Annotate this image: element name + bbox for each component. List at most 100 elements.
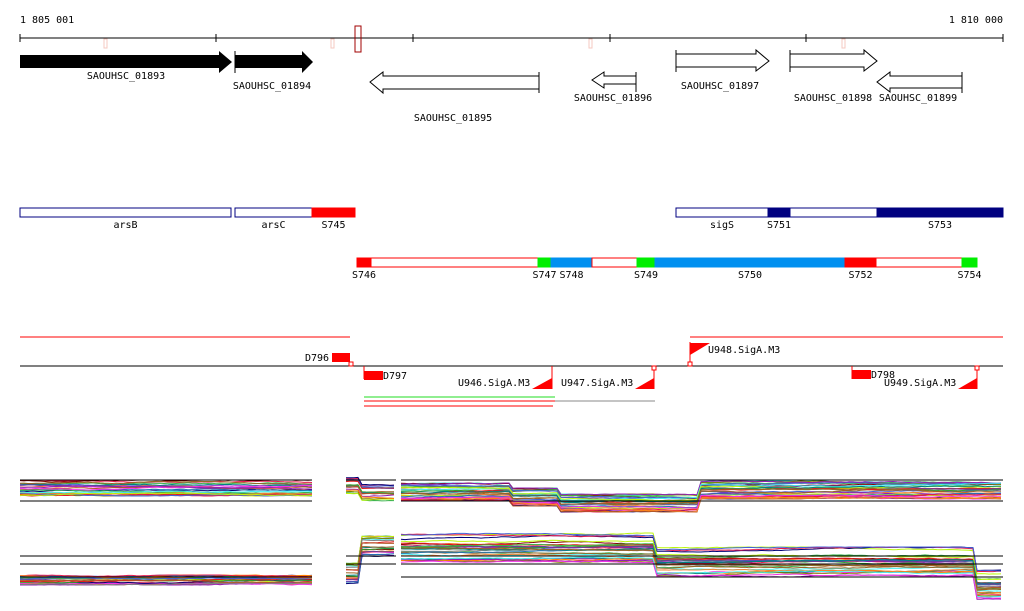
expression-trace [19, 485, 313, 490]
segment-S749[interactable]: S749 [634, 257, 658, 281]
segment-gap[interactable] [370, 257, 539, 268]
gene-SAOUHSC_01897[interactable]: SAOUHSC_01897 [675, 48, 770, 92]
gene-SAOUHSC_01895[interactable]: SAOUHSC_01895 [369, 70, 540, 124]
feature-U947[interactable]: U947.SigA.M3 [561, 365, 657, 389]
svg-text:SAOUHSC_01895: SAOUHSC_01895 [414, 113, 492, 124]
expression-trace [400, 480, 1002, 496]
gene-SAOUHSC_01899[interactable]: SAOUHSC_01899 [876, 70, 963, 104]
expression-trace [346, 550, 395, 580]
expression-trace [345, 546, 395, 574]
gene-SAOUHSC_01893[interactable]: SAOUHSC_01893 [20, 51, 232, 82]
svg-text:S748: S748 [559, 270, 583, 281]
expression-trace [345, 537, 395, 566]
expression-trace [345, 542, 394, 571]
svg-text:D798: D798 [871, 370, 895, 381]
selection-marker[interactable] [354, 25, 362, 53]
expression-trace [401, 494, 1002, 509]
segment-gap[interactable] [591, 257, 638, 268]
segment-S748[interactable]: S748 [550, 257, 593, 281]
feature-U948[interactable]: U948.SigA.M3 [687, 342, 780, 367]
expression-trace [400, 487, 1002, 506]
segment-arsB[interactable]: arsB [19, 207, 232, 231]
expression-trace [400, 492, 1002, 509]
feature-D796[interactable]: D796 [305, 353, 354, 367]
svg-text:arsB: arsB [113, 220, 137, 231]
gene-SAOUHSC_01898[interactable]: SAOUHSC_01898 [789, 48, 878, 104]
segment-gap[interactable] [875, 257, 963, 268]
svg-text:S749: S749 [634, 270, 658, 281]
svg-text:SAOUHSC_01897: SAOUHSC_01897 [681, 81, 759, 92]
expression-trace [19, 484, 312, 491]
expression-trace [345, 539, 395, 568]
svg-text:S745: S745 [321, 220, 345, 231]
expression-trace [400, 482, 1002, 501]
expression-trace [20, 576, 313, 580]
expression-trace [400, 547, 1002, 584]
svg-text:D796: D796 [305, 353, 329, 364]
expression-trace [400, 542, 1002, 584]
svg-text:S751: S751 [767, 220, 791, 231]
marker [841, 38, 846, 49]
expression-trace [19, 482, 313, 486]
expression-trace [19, 490, 313, 494]
expression-trace [346, 535, 395, 565]
expression-trace [345, 548, 394, 578]
scale-start-label: 1 805 001 [20, 15, 74, 26]
feature-U949[interactable]: U949.SigA.M3 [884, 365, 980, 389]
expression-trace [400, 553, 1002, 594]
svg-text:S750: S750 [738, 270, 762, 281]
expression-trace [400, 560, 1002, 599]
scale-end-label: 1 810 000 [949, 15, 1003, 26]
segment-sigS[interactable]: sigS [675, 207, 769, 231]
segment-S752[interactable]: S752 [844, 257, 877, 281]
segment-S745[interactable]: S745 [311, 207, 356, 231]
expression-trace [345, 488, 395, 497]
scale-bar: 1 805 001 1 810 000 [19, 15, 1004, 53]
segment-track-1: arsB arsC S745 sigS S751 S753 [19, 207, 1004, 231]
expression-trace [19, 479, 313, 484]
expression-trace [345, 484, 395, 495]
svg-text:U949.SigA.M3: U949.SigA.M3 [884, 378, 956, 389]
expression-trace [346, 486, 395, 495]
segment-arsC[interactable]: arsC [234, 207, 313, 231]
expression-trace [19, 492, 313, 497]
svg-text:S752: S752 [848, 270, 872, 281]
marker [588, 38, 593, 49]
segment-S754[interactable]: S754 [957, 257, 982, 281]
svg-text:U946.SigA.M3: U946.SigA.M3 [458, 378, 530, 389]
feature-D797[interactable]: D797 [363, 366, 407, 382]
marker [330, 38, 335, 49]
feature-track: D796 D797 U946.SigA.M3 U947.SigA.M3 U948… [20, 336, 1003, 407]
svg-text:S754: S754 [957, 270, 981, 281]
segment-S750[interactable]: S750 [654, 257, 846, 281]
expression-trace [346, 492, 395, 501]
svg-text:SAOUHSC_01893: SAOUHSC_01893 [87, 71, 165, 82]
svg-text:U948.SigA.M3: U948.SigA.M3 [708, 345, 780, 356]
expression-trace [20, 578, 313, 584]
expression-trace [400, 539, 1002, 581]
segment-gap[interactable] [789, 207, 878, 218]
expression-trace [400, 485, 1001, 503]
svg-text:SAOUHSC_01899: SAOUHSC_01899 [879, 93, 957, 104]
expression-trace [19, 574, 313, 578]
svg-text:U947.SigA.M3: U947.SigA.M3 [561, 378, 633, 389]
expression-profiles [19, 476, 1003, 600]
svg-text:sigS: sigS [710, 220, 734, 231]
svg-text:S753: S753 [928, 220, 952, 231]
expression-trace [345, 476, 395, 486]
svg-text:SAOUHSC_01894: SAOUHSC_01894 [233, 81, 311, 92]
svg-text:arsC: arsC [261, 220, 285, 231]
segment-S753[interactable]: S753 [876, 207, 1004, 231]
expression-trace [345, 546, 395, 576]
svg-text:D797: D797 [383, 371, 407, 382]
svg-text:SAOUHSC_01896: SAOUHSC_01896 [574, 93, 652, 104]
expression-trace [400, 545, 1001, 585]
feature-U946[interactable]: U946.SigA.M3 [458, 366, 553, 389]
segment-S751[interactable]: S751 [767, 207, 791, 231]
feature-D798[interactable]: D798 [851, 366, 895, 381]
gene-SAOUHSC_01896[interactable]: SAOUHSC_01896 [574, 71, 652, 104]
svg-text:S747: S747 [532, 270, 556, 281]
expression-trace [400, 532, 1002, 572]
svg-text:SAOUHSC_01898: SAOUHSC_01898 [794, 93, 872, 104]
gene-SAOUHSC_01894[interactable]: SAOUHSC_01894 [233, 51, 313, 92]
